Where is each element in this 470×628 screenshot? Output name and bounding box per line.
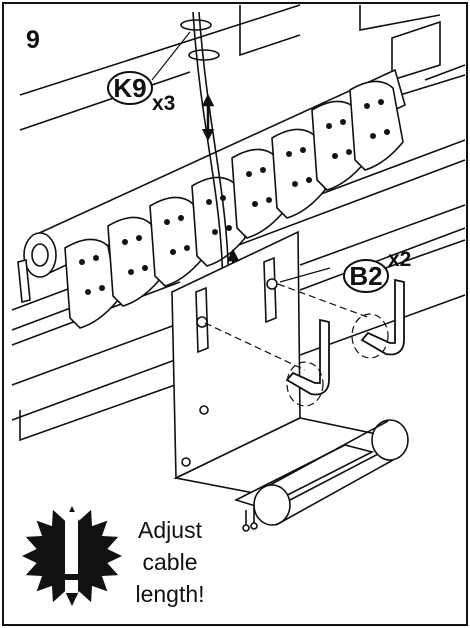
- part-callout-b2: [343, 259, 389, 293]
- part-callout-k9: [107, 71, 153, 105]
- hinge-screws: [79, 99, 390, 295]
- hinge-plate: [349, 80, 404, 171]
- exclamation-burst-icon: [22, 506, 122, 606]
- part-code-k9: K9: [113, 73, 146, 103]
- warning-line-3: length!: [135, 581, 204, 607]
- hinge-plate: [271, 128, 326, 219]
- warning-line-2: cable: [143, 549, 198, 575]
- part-qty-b2: x2: [388, 248, 411, 271]
- step-number: 9: [26, 26, 40, 54]
- roller-cradle: [173, 417, 409, 532]
- cable-ring: [188, 49, 220, 61]
- part-code-b2: B2: [349, 261, 382, 291]
- mounting-plate: [171, 230, 301, 480]
- warning-line-1: Adjust: [138, 517, 203, 543]
- part-qty-k9: x3: [152, 92, 175, 115]
- hinge-plate-row: [64, 80, 404, 329]
- callout-leaders: [151, 31, 331, 283]
- insertion-guides: [204, 283, 389, 407]
- cable-ring: [180, 19, 212, 31]
- hex-key: [285, 278, 405, 396]
